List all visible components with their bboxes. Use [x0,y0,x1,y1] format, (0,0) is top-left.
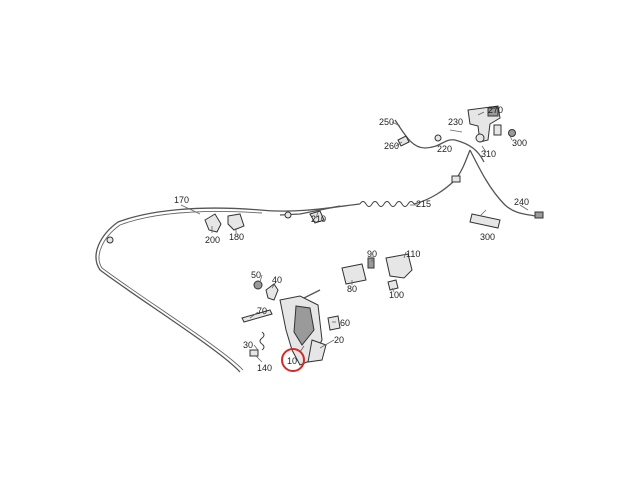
callout-240: 260 [384,141,399,151]
cable-150-sheath [98,211,263,371]
cable-end-230 [434,134,442,142]
callout-230: 250 [379,117,394,127]
callout-30: 30 [243,340,253,350]
bushing-140 [249,349,259,357]
callout-220: 240 [514,197,529,207]
bolt-70 [241,309,273,323]
bracket-110 [385,253,413,279]
callout-260: 300 [512,138,527,148]
nut-50 [253,280,263,290]
clamp-170 [204,213,222,233]
callout-140: 140 [257,363,272,373]
retainer-240 [397,135,410,147]
callout-labels: 170 200 180 210 215 220 230 250 260 270 … [174,105,529,373]
cable-220 [469,149,536,217]
callout-10: 10 [287,356,297,366]
bolt-40 [265,283,279,301]
leader-lines [180,111,529,363]
callout-50: 50 [251,270,261,280]
callout-100: 100 [389,290,404,300]
callout-210: 220 [437,144,452,154]
nut-270 [475,133,485,143]
cable-200-spring [359,201,415,207]
spring-30 [259,331,265,351]
callout-90: 90 [367,249,377,259]
callout-110: 110 [406,249,420,259]
cable-end-220 [534,211,544,219]
callout-250: 270 [488,105,503,115]
callout-160: 180 [229,232,244,242]
holder-180 [309,210,325,224]
callout-40: 40 [272,275,282,285]
connector-90 [367,257,375,269]
callout-215: 230 [448,117,463,127]
clamp-160 [227,213,245,231]
bracket-60 [327,315,341,331]
callout-20: 20 [334,335,344,345]
pedal-arm-20 [307,339,327,363]
callout-80: 80 [347,284,357,294]
callout-300: 300 [480,232,495,242]
bracket-250-slot [487,107,499,117]
callout-60: 60 [340,318,350,328]
cable-200 [413,149,471,205]
callout-200: 215 [416,199,431,209]
cable-clip [106,236,114,244]
cable-clip-200 [451,175,461,183]
plug-100 [387,279,399,291]
callout-170: 200 [205,235,220,245]
callout-70: 70 [257,306,267,316]
switch-80 [341,263,367,285]
pedal-assembly-10-frame [293,305,315,346]
clip-215 [493,124,502,136]
highlight-circle-10 [281,348,305,372]
callout-150: 170 [174,195,189,205]
lever-300 [469,213,501,229]
callout-270: 310 [481,149,496,159]
cable-end-180 [284,211,292,219]
callout-180: 210 [311,214,326,224]
cable-230 [394,119,485,163]
screw-260 [508,129,516,137]
